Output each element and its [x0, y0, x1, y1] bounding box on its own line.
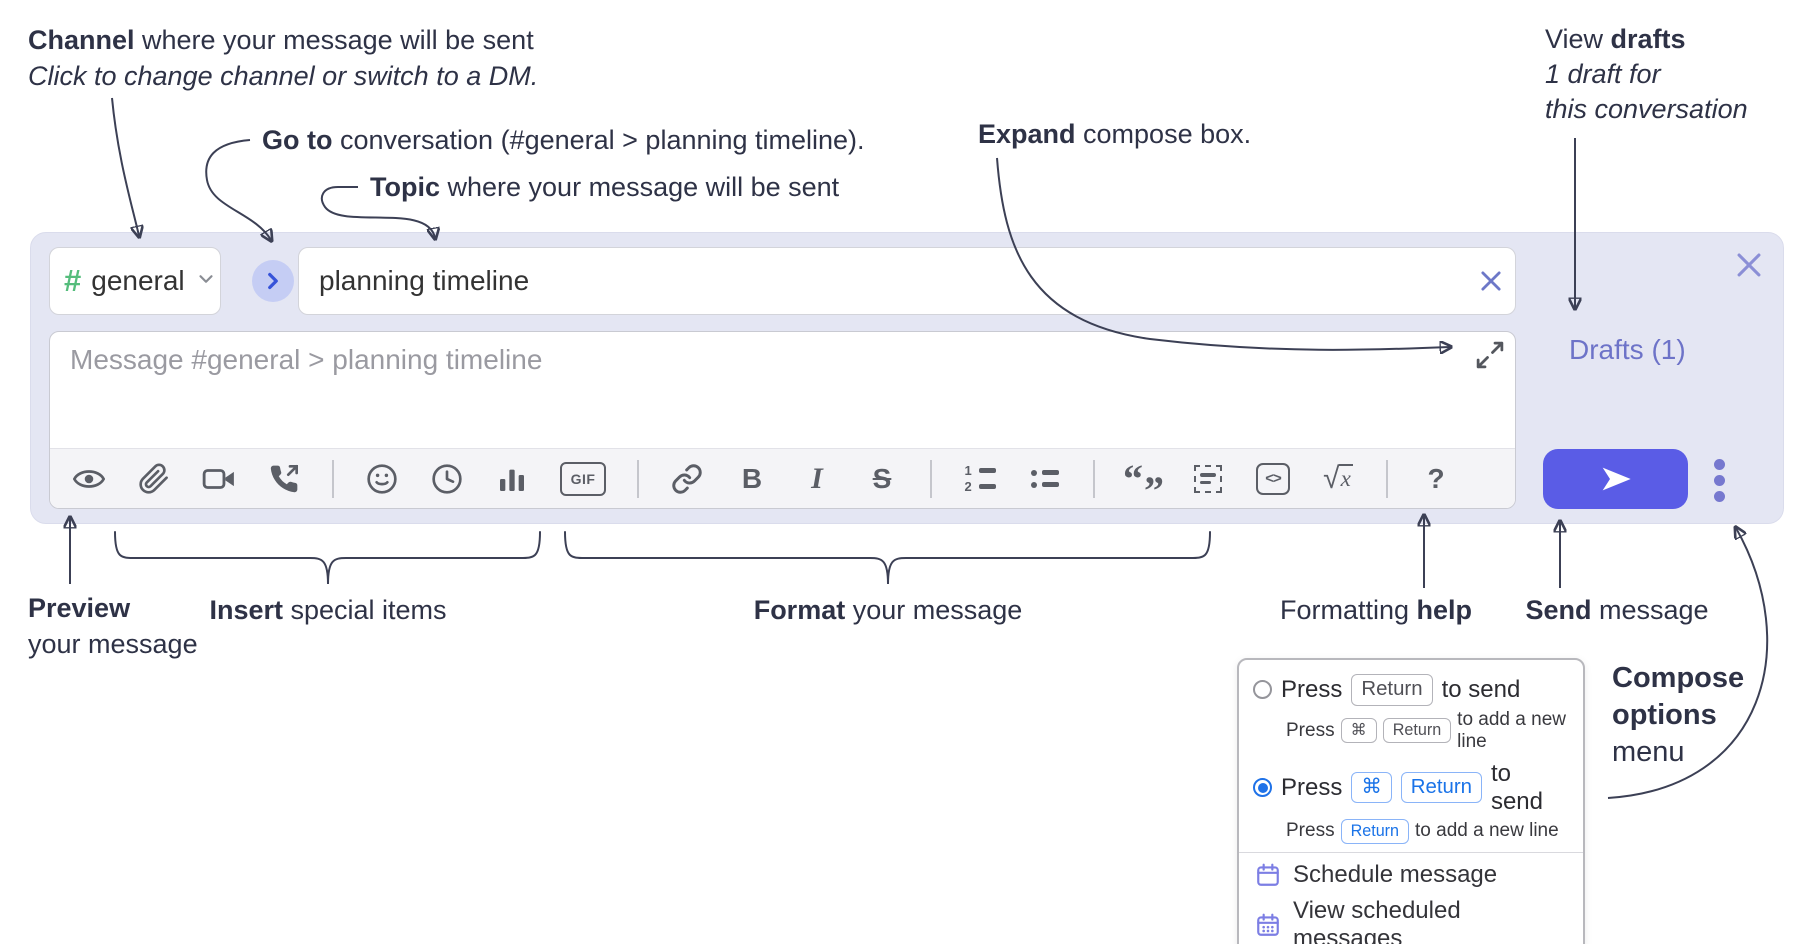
radio-selected-icon[interactable]	[1253, 778, 1272, 798]
preview-annotation: Preview your message	[28, 593, 198, 659]
clear-topic-icon[interactable]	[1467, 257, 1515, 305]
toolbar-divider	[637, 459, 639, 498]
schedule-message-item[interactable]: Schedule message	[1255, 861, 1567, 889]
view-scheduled-messages-item[interactable]: View scheduled messages	[1255, 897, 1567, 944]
compose-box: # general Message #general > planning ti…	[30, 232, 1784, 524]
insert-annotation: Insert special items	[209, 595, 447, 625]
compose-options-annotation: Compose options menu	[1612, 662, 1745, 768]
italic-icon[interactable]: I	[811, 461, 823, 495]
send-button[interactable]	[1543, 449, 1688, 509]
message-placeholder: Message #general > planning timeline	[70, 344, 543, 375]
poll-icon[interactable]	[495, 459, 529, 499]
return-key: Return	[1340, 818, 1410, 845]
return-key: Return	[1400, 771, 1482, 804]
numbered-list-icon[interactable]: 1 2	[963, 459, 997, 499]
channel-connector	[111, 97, 139, 236]
popup-divider	[1239, 852, 1583, 854]
topic-field	[298, 247, 1516, 315]
send-option-return-hint: Press ⌘ Return to add a new line	[1286, 708, 1566, 752]
cmd-key: ⌘	[1340, 717, 1377, 744]
bold-icon[interactable]: B	[741, 462, 763, 494]
channel-annotation: Channel where your message will be sent …	[28, 25, 539, 91]
message-formatting-help-icon[interactable]: ?	[1427, 462, 1445, 494]
bulleted-list-icon[interactable]	[1028, 459, 1062, 499]
formatting-help-annotation: Formatting help	[1279, 595, 1473, 625]
insert-brace	[114, 531, 541, 585]
send-option-return[interactable]: Press Return to send	[1253, 674, 1569, 706]
schedule-calendar-icon	[1257, 863, 1279, 887]
link-icon[interactable]	[670, 459, 704, 499]
format-brace	[564, 531, 1211, 585]
attach-file-icon[interactable]	[137, 459, 171, 499]
strikethrough-icon[interactable]: S	[872, 462, 892, 494]
cmd-key: ⌘	[1351, 771, 1392, 804]
send-plane-icon	[1602, 467, 1631, 491]
chevron-right-icon	[268, 272, 278, 290]
topic-annotation: Topic where your message will be sent	[370, 172, 840, 202]
audio-call-icon[interactable]	[267, 459, 301, 499]
toolbar-divider	[1386, 459, 1388, 498]
drafts-link[interactable]: Drafts (1)	[1569, 334, 1686, 365]
toolbar-divider	[332, 459, 334, 498]
code-icon[interactable]: <>	[1256, 459, 1290, 499]
channel-selector[interactable]: # general	[49, 247, 221, 315]
schedule-time-icon[interactable]	[430, 459, 464, 499]
expand-annotation: Expand compose box.	[978, 119, 1252, 149]
gif-icon[interactable]: GIF	[560, 459, 606, 499]
go-to-conversation-button[interactable]	[252, 260, 294, 302]
video-call-icon[interactable]	[202, 459, 236, 499]
preview-icon[interactable]	[72, 459, 106, 499]
compose-toolbar: GIF B I S 1 2	[50, 448, 1515, 513]
view-drafts-annotation: View drafts 1 draft for this conversatio…	[1545, 24, 1748, 124]
math-icon[interactable]: √x	[1323, 461, 1353, 495]
compose-options-menu-icon[interactable]	[1712, 459, 1726, 502]
compose-options-popup: Press Return to send Press ⌘ Return to a…	[1237, 658, 1585, 944]
chevron-down-icon	[195, 268, 217, 295]
topic-input[interactable]	[299, 265, 1467, 297]
toolbar-divider	[1093, 459, 1095, 498]
close-compose-icon[interactable]	[1727, 243, 1771, 287]
gif-label: GIF	[560, 461, 606, 496]
toolbar-divider	[930, 459, 932, 498]
expand-compose-icon[interactable]	[1475, 340, 1505, 375]
channel-hash-icon: #	[64, 263, 82, 298]
message-input[interactable]: Message #general > planning timeline	[49, 331, 1516, 513]
return-key: Return	[1382, 717, 1452, 744]
radio-unselected-icon[interactable]	[1253, 680, 1272, 700]
view-scheduled-calendar-icon	[1257, 913, 1279, 937]
send-option-cmd-return-hint: Press Return to add a new line	[1286, 818, 1569, 845]
format-annotation: Format your message	[753, 595, 1023, 625]
emoji-icon[interactable]	[365, 459, 399, 499]
send-option-cmd-return[interactable]: Press ⌘ Return to send	[1253, 760, 1569, 816]
quote-icon[interactable]: “”	[1123, 455, 1164, 513]
send-annotation: Send message	[1525, 595, 1709, 625]
channel-name: general	[91, 265, 185, 296]
spoiler-icon[interactable]	[1191, 459, 1225, 499]
return-key: Return	[1351, 674, 1433, 706]
goto-annotation: Go to conversation (#general > planning …	[262, 125, 865, 155]
